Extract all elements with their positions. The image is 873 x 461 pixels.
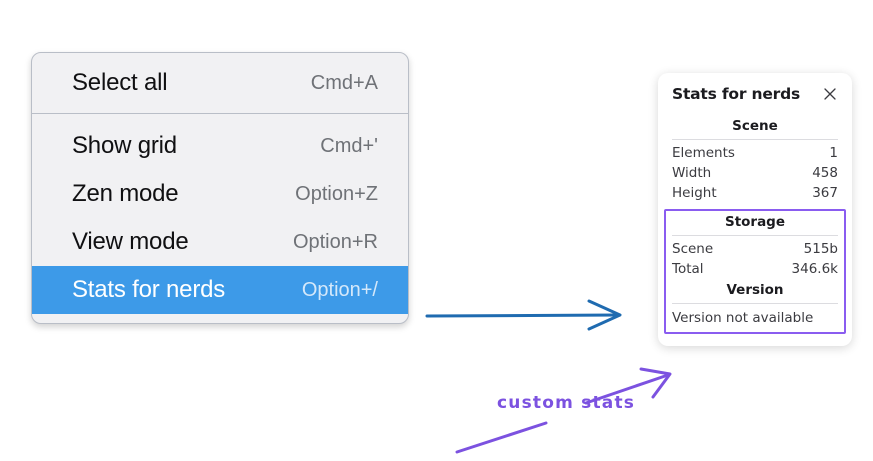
table-row: Total 346.6k <box>672 259 838 279</box>
section-scene: Scene Elements 1 Width 458 Height 367 <box>672 115 838 203</box>
menu-item-shortcut: Cmd+' <box>320 134 378 157</box>
menu-item-shortcut: Cmd+A <box>310 71 378 94</box>
menu-item-shortcut: Option+R <box>292 230 378 253</box>
custom-stats-highlight-box: Storage Scene 515b Total 346.6k Version … <box>664 209 846 334</box>
version-note: Version not available <box>672 310 814 326</box>
stat-value: 346.6k <box>791 261 838 277</box>
table-row: Elements 1 <box>672 143 838 163</box>
menu-item-zen-mode[interactable]: Zen mode Option+Z <box>32 170 408 218</box>
menu-item-label: Select all <box>72 69 168 96</box>
stat-value: 458 <box>812 165 838 181</box>
stats-panel-header: Stats for nerds <box>672 85 838 103</box>
panel-title: Stats for nerds <box>672 85 801 103</box>
stats-for-nerds-panel: Stats for nerds Scene Elements 1 Width 4… <box>658 73 852 346</box>
diagonal-stroke-icon <box>455 421 548 454</box>
stat-value: 367 <box>812 185 838 201</box>
menu-item-show-grid[interactable]: Show grid Cmd+' <box>32 122 408 170</box>
section-header-version: Version <box>726 282 784 298</box>
annotation-label-custom-stats: custom stats <box>497 393 636 413</box>
section-header-storage: Storage <box>724 214 786 230</box>
menu-item-label: Show grid <box>72 132 177 159</box>
stat-value: 515b <box>803 241 838 257</box>
divider <box>672 303 838 304</box>
stat-key: Elements <box>672 145 735 161</box>
divider <box>672 139 838 140</box>
stat-key: Height <box>672 185 717 201</box>
section-header-scene: Scene <box>732 118 778 134</box>
menu-item-label: Stats for nerds <box>72 276 226 303</box>
stat-key: Scene <box>672 241 714 257</box>
table-row: Width 458 <box>672 163 838 183</box>
menu-item-select-all[interactable]: Select all Cmd+A <box>32 59 408 107</box>
menu-item-label: Zen mode <box>72 180 179 207</box>
menu-group-2: Show grid Cmd+' Zen mode Option+Z View m… <box>32 113 408 314</box>
stat-value: 1 <box>829 145 838 161</box>
menu-item-shortcut: Option+Z <box>295 182 378 205</box>
table-row: Height 367 <box>672 183 838 203</box>
section-version: Version Version not available <box>672 279 838 328</box>
menu-item-label: View mode <box>72 228 189 255</box>
close-icon[interactable] <box>822 86 838 102</box>
menu-item-view-mode[interactable]: View mode Option+R <box>32 218 408 266</box>
divider <box>672 235 838 236</box>
context-menu[interactable]: Select all Cmd+A Show grid Cmd+' Zen mod… <box>31 52 409 324</box>
stat-key: Total <box>672 261 704 277</box>
table-row: Scene 515b <box>672 239 838 259</box>
menu-item-stats-for-nerds[interactable]: Stats for nerds Option+/ <box>32 266 408 314</box>
section-storage: Storage Scene 515b Total 346.6k <box>672 211 838 279</box>
menu-group-1: Select all Cmd+A <box>32 59 408 113</box>
arrow-right-icon <box>425 299 622 331</box>
stat-key: Width <box>672 165 712 181</box>
menu-item-shortcut: Option+/ <box>301 278 378 301</box>
